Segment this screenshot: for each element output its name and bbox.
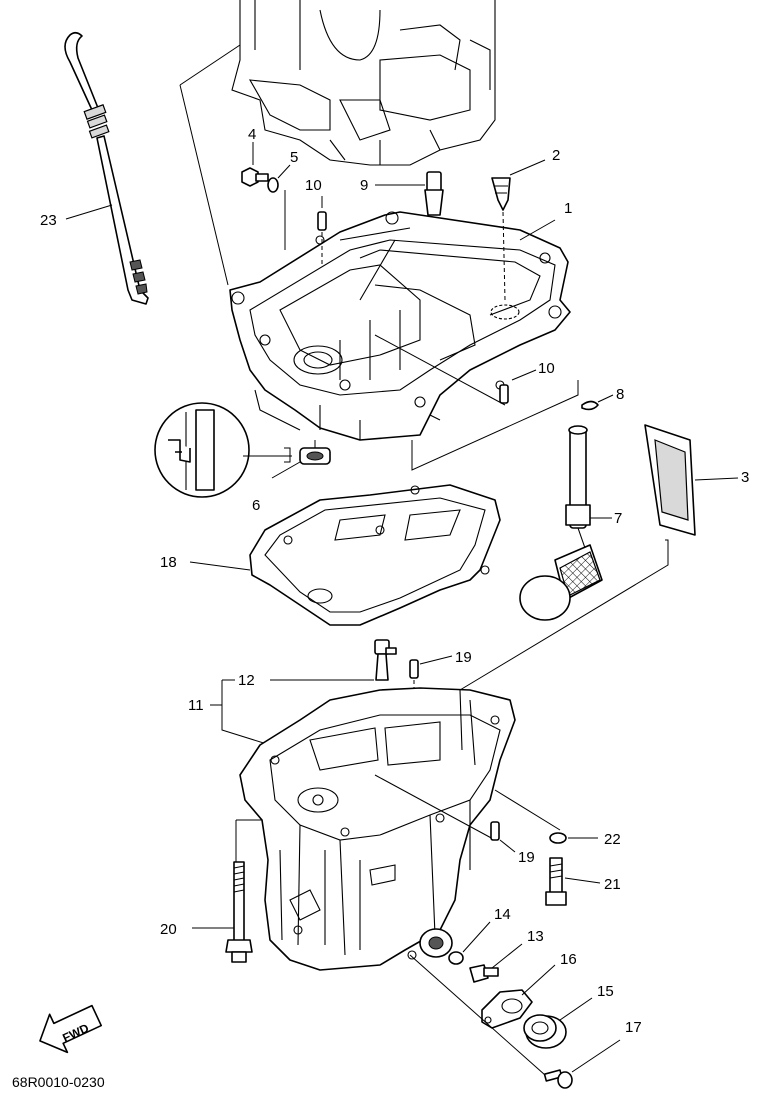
dowel-pin xyxy=(499,384,509,404)
upper-casing xyxy=(229,211,571,441)
leader-5 xyxy=(277,164,291,179)
oil-pan xyxy=(239,687,516,971)
callout-15: 15 xyxy=(597,983,614,1000)
gasket-plate xyxy=(481,989,533,1029)
callout-3: 3 xyxy=(741,469,749,486)
engine-block xyxy=(231,0,496,166)
plug xyxy=(491,177,511,211)
callout-6: 6 xyxy=(252,497,260,514)
callout-9: 9 xyxy=(360,177,368,194)
drain-plug xyxy=(523,1014,567,1049)
clip xyxy=(581,400,599,411)
block-bracket-line-2 xyxy=(179,84,229,286)
long-bolt xyxy=(225,861,253,963)
callout-19-upper: 19 xyxy=(455,649,472,666)
leader-18 xyxy=(189,561,251,571)
callout-19-lower: 19 xyxy=(518,849,535,866)
plate-guide xyxy=(459,539,669,691)
leader-19b xyxy=(499,839,516,853)
callout-4: 4 xyxy=(248,126,256,143)
callout-10-upper: 10 xyxy=(305,177,322,194)
leader-1 xyxy=(519,219,556,241)
callout-12: 12 xyxy=(238,672,255,689)
drain-bolt xyxy=(469,964,499,983)
callout-16: 16 xyxy=(560,951,577,968)
leader-21 xyxy=(564,877,601,884)
callout-1: 1 xyxy=(564,200,572,217)
damper-plate xyxy=(644,424,696,536)
oil-dipstick xyxy=(64,31,149,305)
callout-18: 18 xyxy=(160,554,177,571)
casing-pin-line xyxy=(374,334,506,406)
callout-21: 21 xyxy=(604,876,621,893)
union-fitting xyxy=(374,639,397,681)
seal-detail-inset xyxy=(154,402,250,498)
plug-guide xyxy=(502,211,506,301)
callout-7: 7 xyxy=(614,510,622,527)
leader-19a xyxy=(419,655,453,665)
washer xyxy=(267,177,279,193)
leader-14 xyxy=(462,921,491,953)
bolt xyxy=(545,857,567,906)
drain-guide xyxy=(409,954,546,1076)
callout-5: 5 xyxy=(290,149,298,166)
leader-2 xyxy=(509,159,546,176)
diagram-code: 68R0010-0230 xyxy=(12,1074,105,1090)
leader-16 xyxy=(521,964,556,996)
callout-2: 2 xyxy=(552,147,560,164)
inset-bracket xyxy=(284,447,291,463)
bracket-11 xyxy=(210,679,271,746)
leader-15 xyxy=(559,997,593,1021)
dowel-pin xyxy=(317,211,327,231)
washer xyxy=(448,951,464,965)
forward-arrow-icon: FWD xyxy=(39,1004,103,1054)
screw xyxy=(543,1069,573,1089)
callout-17: 17 xyxy=(625,1019,642,1036)
leader-23 xyxy=(65,204,113,220)
dowel-pin xyxy=(409,659,419,679)
leader-13 xyxy=(491,943,523,969)
callout-20: 20 xyxy=(160,921,177,938)
gasket xyxy=(249,484,501,626)
leader-3 xyxy=(694,477,739,481)
bolt xyxy=(241,167,269,187)
callout-8: 8 xyxy=(616,386,624,403)
leader-17 xyxy=(571,1039,621,1073)
block-bracket-line-1 xyxy=(179,44,241,86)
fitting xyxy=(424,171,444,216)
callout-10-lower: 10 xyxy=(538,360,555,377)
leader-6 xyxy=(271,461,301,479)
oil-pipe-bracket xyxy=(411,380,579,471)
leader-10b xyxy=(511,369,537,381)
callout-13: 13 xyxy=(527,928,544,945)
callout-14: 14 xyxy=(494,906,511,923)
callout-22: 22 xyxy=(604,831,621,848)
pan-dowel-line xyxy=(374,774,496,841)
pan-washer-line xyxy=(494,789,561,831)
washer xyxy=(549,832,567,844)
oil-seal xyxy=(299,447,331,465)
dowel-pin xyxy=(490,821,500,841)
callout-23: 23 xyxy=(40,212,57,229)
oil-strainer xyxy=(519,425,603,621)
callout-11: 11 xyxy=(188,697,204,714)
leader-8 xyxy=(597,394,614,403)
